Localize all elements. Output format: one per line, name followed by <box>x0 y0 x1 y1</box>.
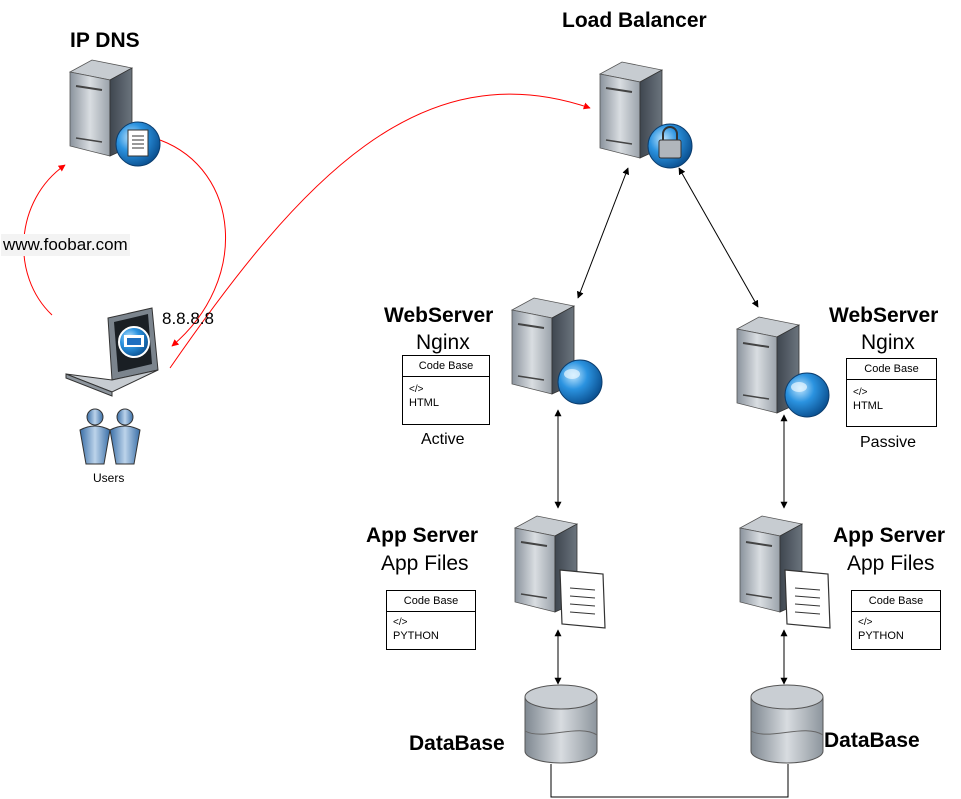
app-server-left-icon <box>514 515 606 629</box>
load-balancer-icon <box>599 61 693 169</box>
codebase-header: Code Base <box>847 359 936 380</box>
users-label: Users <box>93 471 125 485</box>
db-right-title: DataBase <box>824 729 920 752</box>
web-right-subtitle: Nginx <box>861 331 915 354</box>
app-left-title: App Server <box>366 524 479 547</box>
db-replication-connector <box>550 764 789 798</box>
domain-query-label: www.foobar.com <box>1 234 130 256</box>
client-to-lb-arrow <box>169 93 591 369</box>
codebase-header: Code Base <box>852 591 940 612</box>
db-left-title: DataBase <box>409 732 505 755</box>
code-tag: </> <box>409 384 424 395</box>
dns-server-icon <box>69 59 161 167</box>
web-server-right-icon <box>736 316 830 418</box>
dns-reply-arrow <box>159 139 226 347</box>
web-right-state: Passive <box>860 434 917 451</box>
code-language: PYTHON <box>393 630 439 642</box>
app-left-subtitle: App Files <box>381 552 469 575</box>
app-left-codebase-box: Code Base </> PYTHON <box>386 590 476 650</box>
web-left-codebase-box: Code Base </> HTML <box>402 355 490 425</box>
database-left-icon <box>524 684 598 764</box>
codebase-header: Code Base <box>387 591 475 612</box>
code-language: HTML <box>853 400 883 412</box>
code-tag: </> <box>853 387 868 398</box>
web-left-title: WebServer <box>384 304 494 327</box>
load-balancer-title: Load Balancer <box>562 9 707 32</box>
web-left-state: Active <box>421 431 465 448</box>
ip-reply-label: 8.8.8.8 <box>162 309 214 328</box>
dns-title: IP DNS <box>70 29 140 52</box>
code-tag: </> <box>858 617 873 628</box>
database-right-icon <box>750 684 824 764</box>
lb-web-right-connector <box>678 167 759 308</box>
lb-web-left-connector <box>576 167 630 299</box>
laptop-icon <box>65 307 159 397</box>
users-icon <box>79 408 141 465</box>
app-right-codebase-box: Code Base </> PYTHON <box>851 590 941 650</box>
code-language: PYTHON <box>858 630 904 642</box>
web-server-left-icon <box>511 297 603 405</box>
app-server-right-icon <box>739 515 831 629</box>
code-language: HTML <box>409 397 439 409</box>
app-right-subtitle: App Files <box>847 552 935 575</box>
app-right-title: App Server <box>833 524 946 547</box>
web-right-title: WebServer <box>829 304 939 327</box>
web-left-subtitle: Nginx <box>416 331 470 354</box>
codebase-header: Code Base <box>403 356 489 377</box>
code-tag: </> <box>393 617 408 628</box>
web-right-codebase-box: Code Base </> HTML <box>846 358 937 427</box>
